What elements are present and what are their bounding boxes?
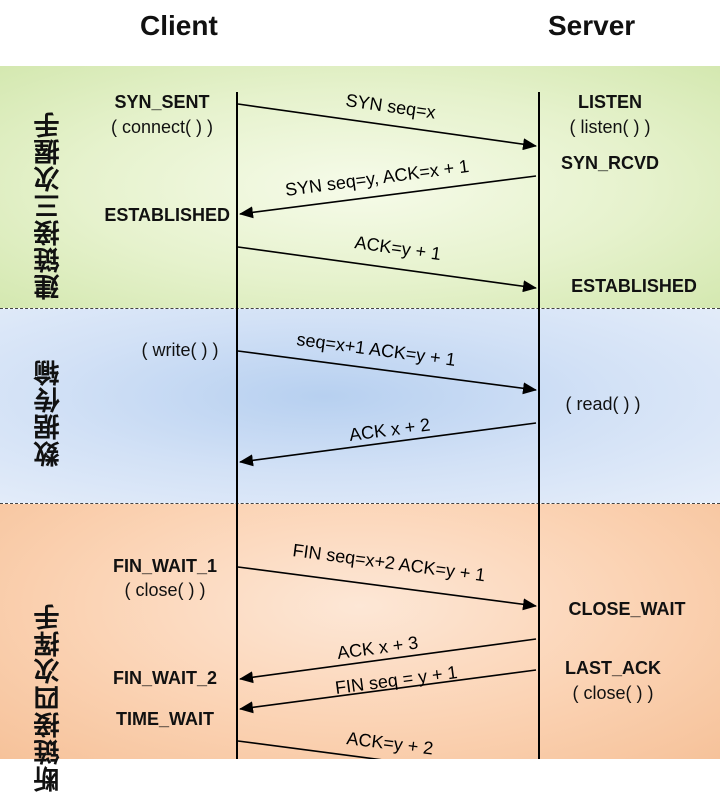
server-column-title: Server [548,10,636,41]
arrow-fin-server [239,669,537,714]
client-state-syn-sent: SYN_SENT [114,92,210,112]
client-state-established: ESTABLISHED [104,205,230,225]
client-call-write: ( write( ) ) [141,340,219,360]
msg-ack-fin: ACK x + 3 [336,632,419,662]
client-call-close: ( close( ) ) [124,580,206,600]
server-call-listen: ( listen( ) ) [569,117,651,137]
client-column-title: Client [140,10,218,41]
phase-divider [0,503,720,504]
msg-syn: SYN seq=x [344,90,436,122]
server-state-listen: LISTEN [577,92,642,112]
handshake-phase-band [0,66,720,308]
arrow-syn-ack [239,175,537,219]
server-call-read: ( read( ) ) [565,394,641,414]
server-state-last-ack: LAST_ACK [564,658,661,678]
msg-fin-server: FIN seq = y + 1 [334,662,459,698]
arrow-ack [237,246,537,293]
client-state-time-wait: TIME_WAIT [116,709,214,729]
phase-divider [0,308,720,309]
server-lifeline [538,92,540,759]
arrow-ack-fin [239,638,537,684]
client-state-fin-wait-2: FIN_WAIT_2 [112,668,218,688]
msg-syn-ack: SYN seq=y, ACK=x + 1 [284,156,470,200]
server-state-close-wait: CLOSE_WAIT [568,599,686,619]
server-call-close: ( close( ) ) [572,683,654,703]
msg-data: seq=x+1 ACK=y + 1 [295,329,456,370]
client-state-fin-wait-1: FIN_WAIT_1 [112,556,218,576]
client-lifeline [236,92,238,759]
message-arrows: SYN seq=x SYN seq=y, ACK=x + 1 ACK=y + 1… [237,90,537,759]
data-transfer-phase-band [0,309,720,503]
arrow-data [237,350,537,395]
arrow-fin-client [237,566,537,611]
teardown-phase-band [0,504,720,759]
server-state-established: ESTABLISHED [571,276,697,296]
msg-ack: ACK=y + 1 [353,232,442,264]
client-call-connect: ( connect( ) ) [110,117,214,137]
msg-data-ack: ACK x + 2 [348,414,431,444]
server-state-syn-rcvd: SYN_RCVD [560,153,660,173]
arrow-final-ack [237,740,382,759]
arrow-data-ack [239,422,537,467]
arrow-syn [237,103,537,151]
msg-final-ack: ACK=y + 2 [346,728,435,758]
